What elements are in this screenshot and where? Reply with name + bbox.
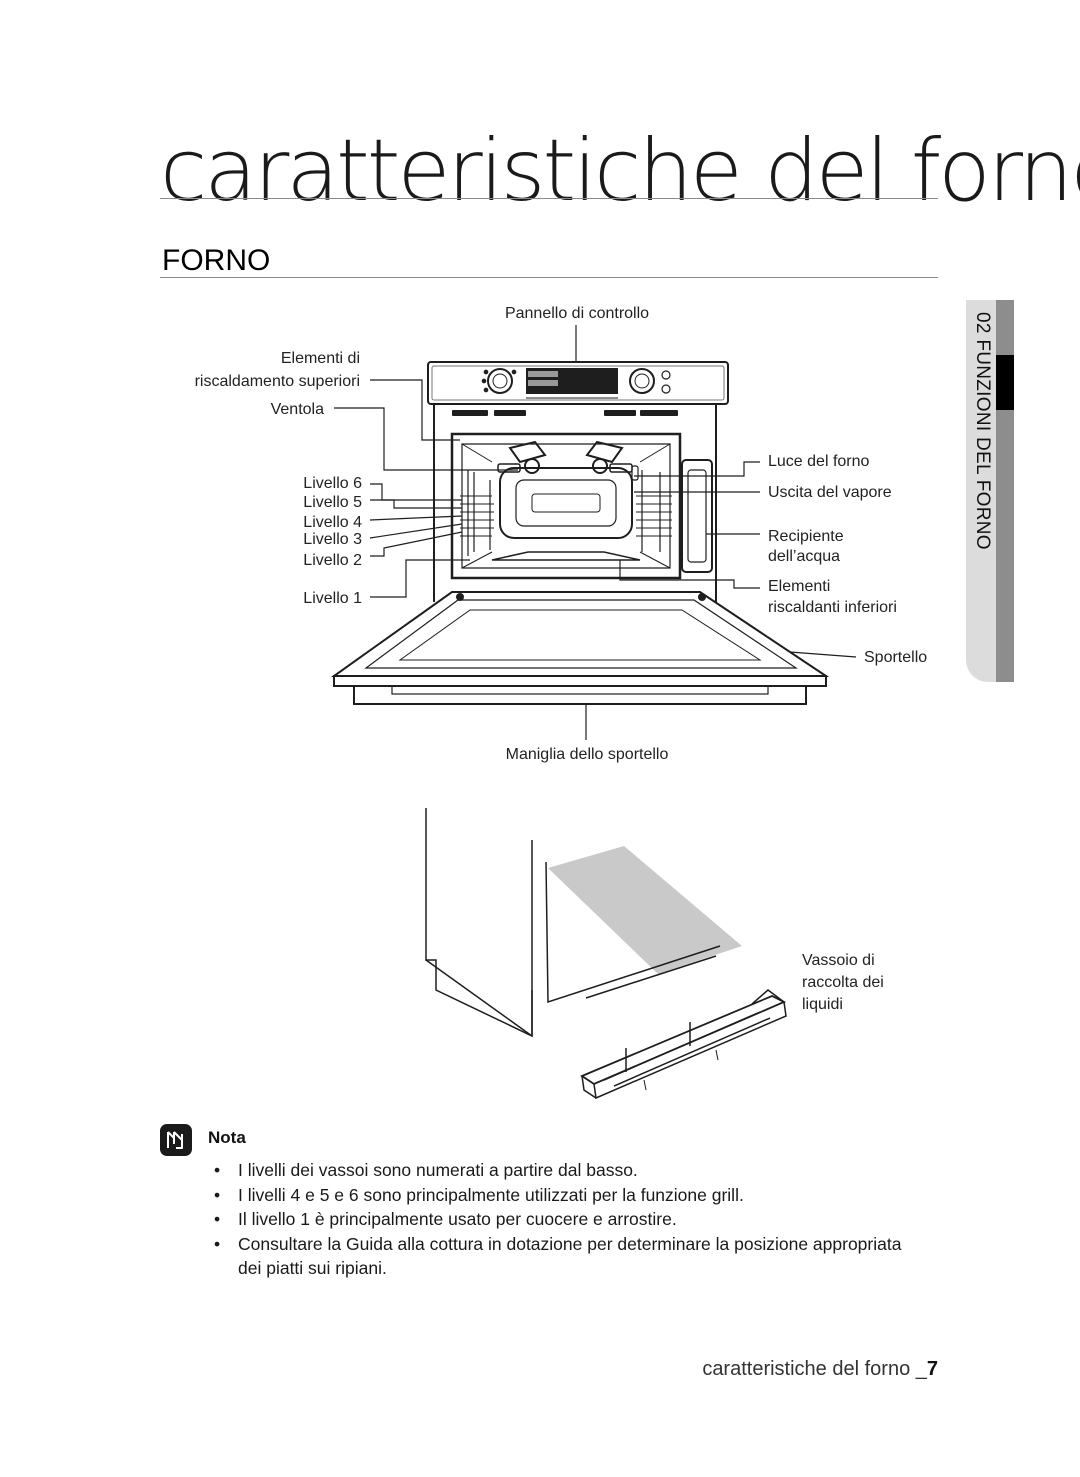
label-level-3: Livello 3 — [303, 531, 362, 548]
label-upper-heating-1: Elementi di — [281, 350, 360, 367]
label-level-6: Livello 6 — [303, 475, 362, 492]
label-upper-heating-2: riscaldamento superiori — [195, 373, 360, 390]
label-lower-heating-1: Elementi — [768, 578, 830, 595]
display-digits: 88:88 — [566, 375, 599, 388]
note-label: Nota — [208, 1128, 246, 1147]
label-level-1: Livello 1 — [303, 590, 362, 607]
label-fan: Ventola — [271, 401, 324, 418]
drip-tray-diagram — [425, 808, 787, 1100]
label-lower-heating-2: riscaldanti inferiori — [768, 599, 897, 616]
label-drip-tray-1: Vassoio di — [802, 952, 875, 969]
page-number: 7 — [926, 1358, 938, 1380]
note-item: I livelli 4 e 5 e 6 sono principalmente … — [214, 1183, 914, 1208]
label-door: Sportello — [864, 649, 927, 666]
note-list: I livelli dei vassoi sono numerati a par… — [214, 1158, 914, 1281]
oven-diagram: 88:88 888 — [330, 325, 857, 740]
right-knob-icon — [629, 368, 655, 394]
note-item: Consultare la Guida alla cottura in dota… — [214, 1232, 914, 1281]
oven-cavity — [450, 432, 682, 580]
chapter-side-tab: 02 FUNZIONI DEL FORNO — [966, 300, 1014, 682]
note-item: Il livello 1 è principalmente usato per … — [214, 1207, 914, 1232]
drip-tray-icon — [580, 989, 787, 1100]
right-fan-icon — [592, 458, 608, 474]
footer-text: caratteristiche del forno _ — [702, 1358, 927, 1380]
label-door-handle: Maniglia dello sportello — [506, 746, 669, 763]
cavity-floor — [548, 846, 742, 974]
oven-door — [330, 591, 830, 705]
page-footer: caratteristiche del forno _7 — [702, 1358, 938, 1381]
section-divider — [160, 277, 938, 278]
left-knob-icon — [487, 368, 513, 394]
oven-light-icon — [631, 465, 639, 481]
note-item: I livelli dei vassoi sono numerati a par… — [214, 1158, 914, 1183]
label-level-5: Livello 5 — [303, 494, 362, 511]
label-level-2: Livello 2 — [303, 552, 362, 569]
oven-labels: Pannello di controllo Elementi di riscal… — [195, 305, 928, 763]
label-oven-light: Luce del forno — [768, 453, 870, 470]
control-panel: 88:88 888 — [427, 361, 729, 405]
side-tab-marker — [996, 355, 1014, 410]
label-level-4: Livello 4 — [303, 514, 362, 531]
note-icon — [160, 1124, 192, 1156]
water-container — [681, 459, 713, 573]
label-steam-outlet: Uscita del vapore — [768, 484, 892, 501]
side-tab-label: 02 FUNZIONI DEL FORNO — [972, 312, 993, 550]
vent-slots — [452, 410, 678, 416]
left-fan-icon — [524, 458, 540, 474]
label-water-container-1: Recipiente — [768, 528, 844, 545]
label-drip-tray-2: raccolta dei — [802, 974, 884, 991]
leader-lines — [334, 325, 857, 740]
label-drip-tray-3: liquidi — [802, 996, 843, 1013]
page-title: caratteristiche del forno — [160, 121, 1080, 221]
title-divider — [160, 198, 938, 199]
display-digits-2: 888 — [598, 375, 618, 388]
label-control-panel: Pannello di controllo — [505, 305, 649, 322]
section-heading: FORNO — [162, 244, 271, 277]
label-water-container-2: dell’acqua — [768, 548, 840, 565]
